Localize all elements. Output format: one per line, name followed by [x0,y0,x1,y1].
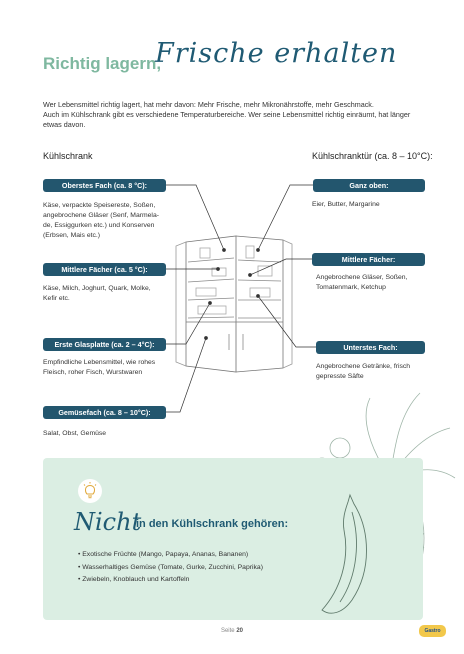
panel-title: in den Kühlschrank gehören: [136,518,289,530]
zone-label-top-shelf: Oberstes Fach (ca. 8 °C): [43,179,166,192]
page-title-script: Frische erhalten [155,38,398,69]
not-in-fridge-panel [43,458,423,620]
door-label-bottom: Unterstes Fach: [316,341,425,354]
door-desc-top: Eier, Butter, Margarine [312,201,380,208]
banana-illustration [321,493,367,614]
door-desc-bottom: Angebrochene Getränke, frisch gepresste … [316,363,411,380]
fridge-heading: Kühlschrank [43,151,93,161]
zone-label-glass-plate: Erste Glasplatte (ca. 2 – 4°C): [43,338,166,351]
list-item: • Wasserhaltiges Gemüse (Tomate, Gurke, … [78,563,263,571]
zone-desc-top-shelf: Käse, verpackte Speisereste, Soßen, ange… [43,202,159,239]
zone-desc-middle-shelves: Käse, Milch, Joghurt, Quark, Molke, Kefi… [43,285,151,302]
door-label-middle: Mittlere Fächer: [312,253,425,266]
door-desc-middle: Angebrochene Gläser, Soßen, Tomatenmark,… [316,274,408,291]
intro-line-1: Wer Lebensmittel richtig lagert, hat meh… [43,100,374,109]
lightbulb-icon [78,479,102,503]
list-item: • Exotische Früchte (Mango, Papaya, Anan… [78,551,249,558]
zone-desc-glass-plate: Empfindliche Lebensmittel, wie rohes Fle… [43,359,156,376]
brand-logo: Gastro [419,625,446,637]
list-item: • Zwiebeln, Knoblauch und Kartoffeln [78,576,190,583]
door-heading: Kühlschranktür (ca. 8 – 10°C): [312,151,433,161]
page-footer: Seite 20 [0,628,464,634]
page-number: 20 [236,628,244,634]
intro-text: Wer Lebensmittel richtig lagert, hat meh… [43,100,423,130]
door-label-top: Ganz oben: [313,179,425,192]
zone-label-middle-shelves: Mittlere Fächer (ca. 5 °C): [43,263,166,276]
intro-line-2: Auch im Kühlschrank gibt es verschiedene… [43,110,411,129]
page-label: Seite [220,628,235,634]
zone-desc-vegetable-drawer: Salat, Obst, Gemüse [43,430,107,437]
page-title: Richtig lagern, [43,54,162,73]
not-in-fridge-list: • Exotische Früchte (Mango, Papaya, Anan… [78,549,263,587]
zone-label-vegetable-drawer: Gemüsefach (ca. 8 – 10°C): [43,406,166,419]
panel-script-word: Nicht [74,508,142,536]
